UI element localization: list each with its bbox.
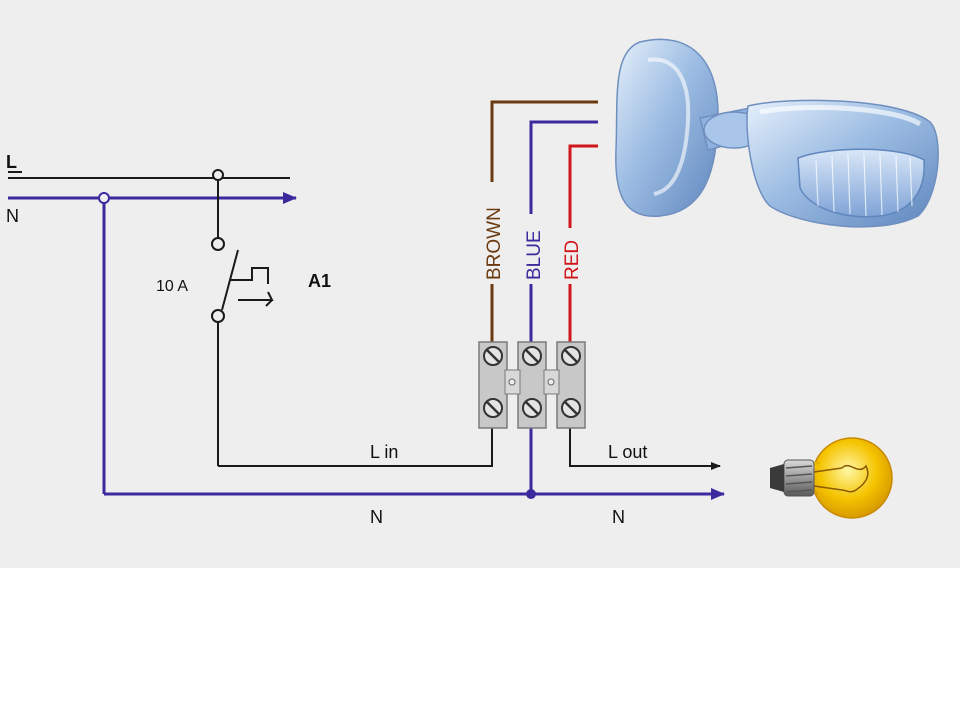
l-in-label: L in (370, 442, 398, 462)
breaker-trip-mechanism (230, 267, 274, 307)
red-wire-label: RED (562, 240, 583, 280)
breaker-contact-top (211, 237, 225, 251)
terminal-screw (483, 346, 503, 366)
breaker-top-node (212, 169, 224, 181)
circuit-breaker (211, 169, 274, 466)
neutral-junction-node (98, 192, 110, 204)
light-bulb-icon (770, 437, 893, 519)
terminal-screw (561, 398, 581, 418)
l-out-label: L out (608, 442, 647, 462)
terminal-screw (522, 346, 542, 366)
terminal-screw (561, 346, 581, 366)
terminal-block-icon (478, 341, 586, 429)
terminal-screw (522, 398, 542, 418)
neutral-bottom-right-label: N (612, 507, 625, 527)
blank-footer (0, 568, 960, 720)
neutral-bottom-left-label: N (370, 507, 383, 527)
breaker-contact-bottom (211, 309, 225, 323)
breaker-id-label: A1 (308, 271, 331, 291)
blue-wire-label: BLUE (524, 230, 545, 280)
motion-sensor-icon (615, 38, 939, 228)
line-label: L (6, 152, 17, 172)
neutral-bottom-junction (526, 489, 536, 499)
neutral-top-label: N (6, 206, 19, 226)
breaker-rating-label: 10 A (156, 278, 188, 295)
brown-wire-label: BROWN (484, 207, 505, 280)
terminal-screw (483, 398, 503, 418)
